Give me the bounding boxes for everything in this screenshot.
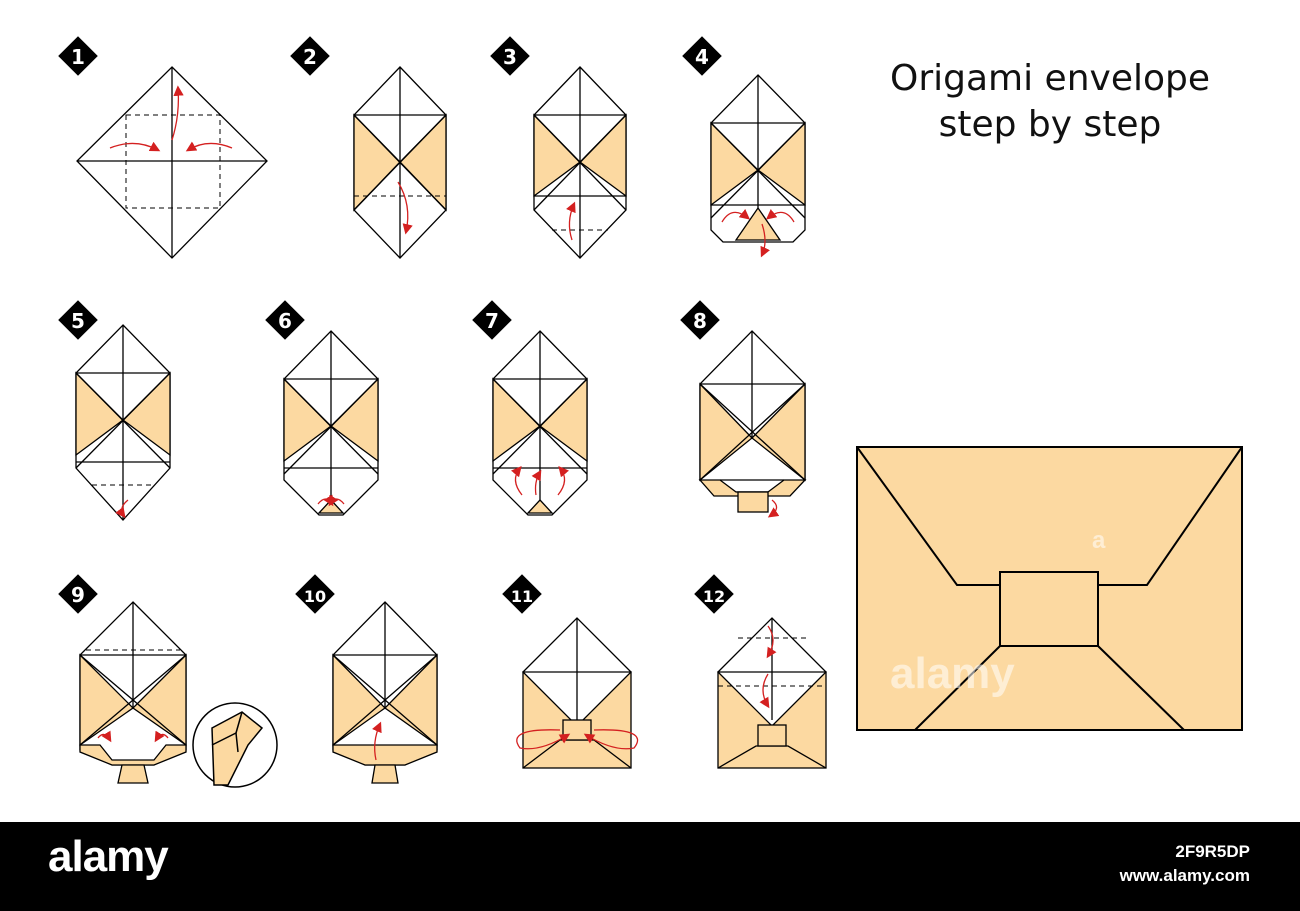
step-6-figure: [283, 330, 379, 516]
step-10-number: 10: [304, 587, 326, 606]
step-3-badge: 3: [490, 36, 530, 76]
step-2-badge: 2: [290, 36, 330, 76]
step-7-number: 7: [485, 309, 499, 333]
step-9-number: 9: [71, 583, 85, 607]
step-6-number: 6: [278, 309, 292, 333]
footer-url: www.alamy.com: [1119, 866, 1250, 885]
step-8: 8: [680, 300, 807, 518]
title-line-1: Origami envelope: [889, 58, 1210, 99]
step-1-badge: 1: [58, 36, 98, 76]
step-5-number: 5: [71, 309, 85, 333]
step-8-figure: [698, 330, 807, 518]
step-8-number: 8: [693, 309, 707, 333]
step-4-figure: [710, 74, 806, 258]
final-envelope: [856, 446, 1243, 731]
step-7: 7: [472, 300, 588, 516]
watermark-small: a: [1092, 527, 1106, 554]
step-5-figure: [75, 324, 171, 521]
step-4-number: 4: [695, 45, 709, 69]
footer-logo: alamy: [48, 832, 169, 881]
step-10-figure: [332, 601, 438, 784]
step-7-figure: [492, 330, 588, 516]
step-11-figure: [516, 617, 639, 769]
step-9-figure: [79, 601, 187, 784]
step-2-number: 2: [303, 45, 317, 69]
step-2-figure: [353, 66, 447, 259]
title-line-2: step by step: [938, 104, 1162, 145]
step-1: 1: [58, 36, 268, 259]
step-10: 10: [295, 574, 438, 784]
step-7-badge: 7: [472, 300, 512, 340]
page-title: Origami envelope step by step: [860, 56, 1240, 148]
step-3: 3: [490, 36, 627, 259]
step-10-badge: 10: [295, 574, 335, 614]
step-12-badge: 12: [694, 574, 734, 614]
step-6-badge: 6: [265, 300, 305, 340]
origami-instruction-diagram: 1 2: [58, 36, 1243, 788]
step-5-badge: 5: [58, 300, 98, 340]
step-9-detail-magnifier: [192, 702, 278, 788]
step-9-badge: 9: [58, 574, 98, 614]
step-8-badge: 8: [680, 300, 720, 340]
step-1-figure: [76, 66, 268, 259]
step-11-number: 11: [511, 587, 533, 606]
step-1-number: 1: [71, 45, 85, 69]
step-12-number: 12: [703, 587, 725, 606]
watermark-logo: alamy: [890, 649, 1015, 698]
step-11: 11: [502, 574, 639, 769]
step-12-figure: [717, 617, 827, 769]
step-4: 4: [682, 36, 806, 258]
step-2: 2: [290, 36, 447, 259]
footer-bar: [0, 822, 1300, 911]
step-11-badge: 11: [502, 574, 542, 614]
footer-image-id: 2F9R5DP: [1175, 842, 1250, 861]
step-3-figure: [533, 66, 627, 259]
step-4-badge: 4: [682, 36, 722, 76]
step-9: 9: [58, 574, 278, 788]
step-12: 12: [694, 574, 827, 769]
step-5: 5: [58, 300, 171, 521]
step-3-number: 3: [503, 45, 517, 69]
step-6: 6: [265, 300, 379, 516]
